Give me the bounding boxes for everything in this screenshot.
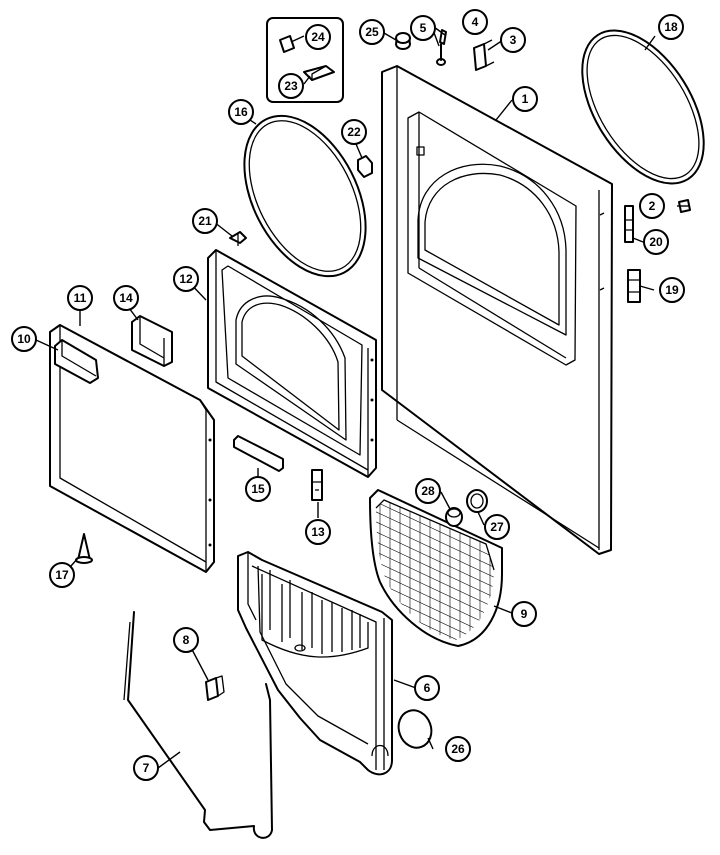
door-frame-part — [207, 249, 377, 478]
callout-label-8: 8 — [183, 633, 190, 647]
parts-23-24-inset — [266, 17, 344, 103]
callout-label-9: 9 — [521, 607, 528, 621]
lint-screen-part — [369, 489, 503, 647]
callout-9: 9 — [511, 601, 537, 627]
callout-21: 21 — [192, 208, 218, 234]
part-3 — [473, 39, 495, 71]
foot-17-part — [75, 533, 93, 564]
callout-label-27: 27 — [490, 520, 504, 534]
callout-8: 8 — [173, 627, 199, 653]
callout-label-13: 13 — [311, 525, 325, 539]
part-28 — [445, 507, 463, 527]
callout-17: 17 — [49, 562, 75, 588]
part-4 — [439, 29, 447, 45]
callout-20: 20 — [643, 229, 669, 255]
callout-16: 16 — [228, 99, 254, 125]
strip-15-part — [233, 435, 284, 472]
part-5 — [436, 43, 446, 66]
bracket-13-part — [311, 469, 323, 501]
callout-18: 18 — [658, 14, 684, 40]
callout-label-21: 21 — [198, 214, 212, 228]
part-20 — [624, 205, 634, 243]
callout-label-2: 2 — [649, 199, 656, 213]
callout-label-15: 15 — [251, 482, 265, 496]
callout-2: 2 — [639, 193, 665, 219]
callout-label-16: 16 — [234, 105, 248, 119]
callout-label-20: 20 — [649, 235, 663, 249]
callout-label-22: 22 — [347, 125, 361, 139]
clip-21-part — [229, 231, 247, 246]
callout-7: 7 — [133, 755, 159, 781]
callout-26: 26 — [445, 736, 471, 762]
callout-label-19: 19 — [665, 283, 679, 297]
ring-16-part — [243, 114, 367, 278]
callout-6: 6 — [414, 675, 440, 701]
callout-label-3: 3 — [510, 33, 517, 47]
callout-label-7: 7 — [143, 761, 150, 775]
callout-25: 25 — [359, 19, 385, 45]
hinge-19-part — [627, 269, 641, 303]
callout-label-24: 24 — [311, 30, 325, 44]
callout-12: 12 — [173, 266, 199, 292]
front-panel-part — [381, 65, 613, 555]
callout-label-14: 14 — [119, 291, 133, 305]
callout-label-10: 10 — [17, 332, 31, 346]
ring-18-part — [581, 29, 705, 185]
callout-label-25: 25 — [365, 25, 379, 39]
callout-label-26: 26 — [451, 742, 465, 756]
callout-15: 15 — [245, 476, 271, 502]
callout-4: 4 — [462, 9, 488, 35]
callout-label-18: 18 — [664, 20, 678, 34]
callout-5: 5 — [410, 15, 436, 41]
callout-label-5: 5 — [420, 21, 427, 35]
callout-label-23: 23 — [284, 79, 298, 93]
door-panel-part — [49, 324, 215, 573]
callout-label-17: 17 — [55, 568, 69, 582]
knob-25-part — [395, 32, 411, 50]
callout-22: 22 — [341, 119, 367, 145]
callout-28: 28 — [415, 478, 441, 504]
callout-label-11: 11 — [74, 291, 87, 305]
callout-label-12: 12 — [179, 272, 193, 286]
callout-label-6: 6 — [424, 681, 431, 695]
o-ring-26-part — [397, 709, 433, 749]
callout-27: 27 — [484, 514, 510, 540]
callout-label-28: 28 — [421, 484, 435, 498]
callout-19: 19 — [659, 277, 685, 303]
callout-label-1: 1 — [522, 92, 529, 106]
callout-24: 24 — [305, 24, 331, 50]
callout-13: 13 — [305, 519, 331, 545]
callout-3: 3 — [500, 27, 526, 53]
callout-10: 10 — [11, 326, 37, 352]
callout-11: 11 — [67, 285, 93, 311]
clip-22-part — [357, 155, 373, 178]
callout-23: 23 — [278, 73, 304, 99]
lint-duct-part — [237, 551, 393, 776]
callout-label-4: 4 — [472, 15, 479, 29]
part-27 — [466, 489, 488, 513]
clip-8-part — [205, 675, 225, 701]
block-14-part — [131, 315, 173, 367]
callout-1: 1 — [512, 86, 538, 112]
callout-14: 14 — [113, 285, 139, 311]
seal-7-part — [123, 611, 273, 839]
